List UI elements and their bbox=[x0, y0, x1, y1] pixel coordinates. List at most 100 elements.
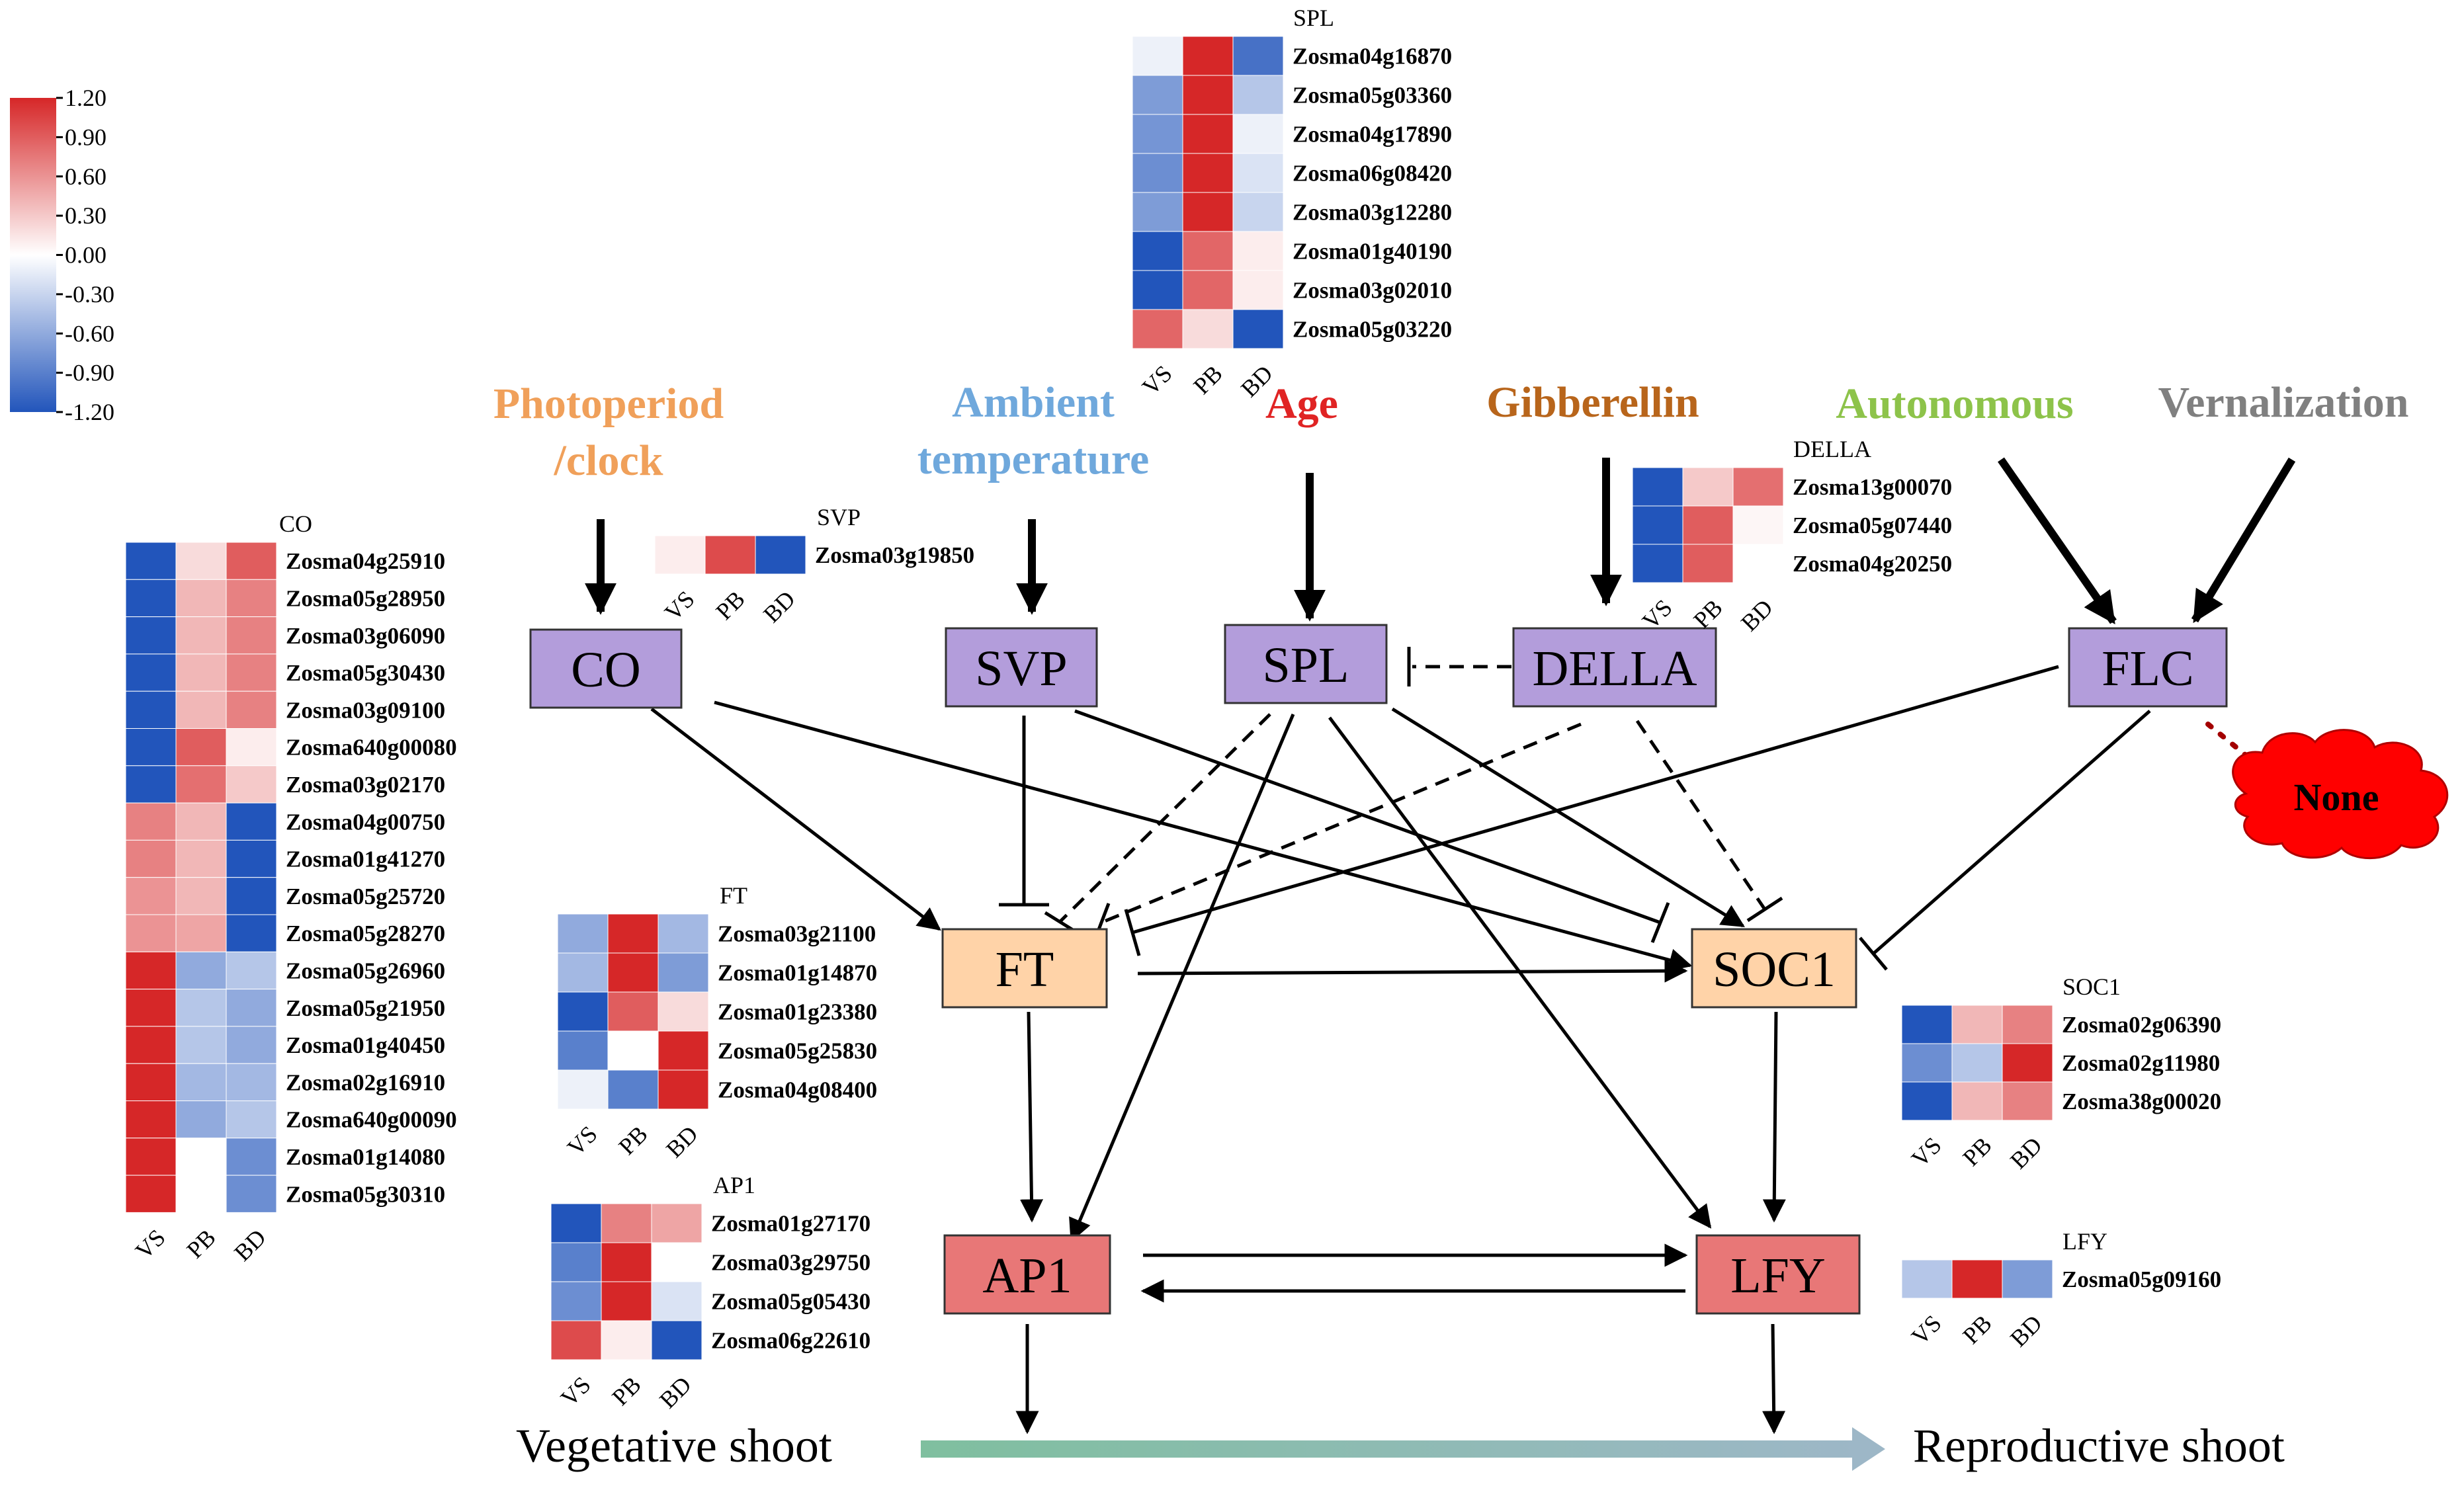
heatmap-cell bbox=[1232, 270, 1284, 310]
heatmap-cell bbox=[125, 1063, 177, 1101]
none-cloud-shape bbox=[2232, 729, 2449, 860]
edge-della-soc1-bar bbox=[1746, 896, 1783, 923]
pathway-labels: Photoperiod /clock Ambient temperature A… bbox=[493, 378, 2409, 485]
heatmap-cell bbox=[1132, 114, 1183, 154]
heatmap-cell bbox=[226, 1063, 277, 1101]
heatmap-title: SOC1 bbox=[2062, 974, 2121, 1000]
heatmap-cell bbox=[226, 728, 277, 767]
column-label: BD bbox=[1736, 594, 1778, 636]
heatmap-cell bbox=[1182, 192, 1234, 232]
heatmap-cell bbox=[1901, 1259, 1953, 1299]
gene-label: Zosma640g00080 bbox=[286, 735, 457, 761]
gene-label: Zosma05g25830 bbox=[718, 1038, 877, 1064]
node-svp-label: SVP bbox=[975, 641, 1067, 696]
node-ap1: AP1 bbox=[943, 1234, 1111, 1315]
heatmap-cell bbox=[175, 1175, 227, 1213]
heatmap-cell bbox=[1132, 270, 1183, 310]
heatmap-cell bbox=[125, 653, 177, 692]
heatmap-cell bbox=[651, 1320, 702, 1360]
edge-flc-ft-bar bbox=[1124, 909, 1141, 956]
heatmap-cell bbox=[1901, 1005, 1953, 1044]
edge-flc-ft bbox=[1132, 665, 2059, 934]
legend-tick-label: 0.60 bbox=[65, 163, 106, 190]
heatmap-cell bbox=[175, 914, 227, 952]
heatmap-cell bbox=[2002, 1259, 2053, 1299]
legend-tick-label: -0.30 bbox=[65, 281, 114, 308]
edge-lfy-reproductive bbox=[1762, 1323, 1786, 1434]
heatmap-cell bbox=[175, 728, 227, 767]
edge-spl-ap1 bbox=[1069, 714, 1295, 1243]
gene-label: Zosma02g06390 bbox=[2062, 1012, 2221, 1038]
pathway-autonomous: Autonomous bbox=[1836, 380, 2073, 428]
node-lfy-label: LFY bbox=[1730, 1248, 1826, 1304]
heatmap-cell bbox=[1732, 544, 1784, 583]
column-label: VS bbox=[1906, 1309, 1947, 1350]
node-della: DELLA bbox=[1512, 627, 1717, 708]
heatmap-cell bbox=[125, 690, 177, 729]
pathway-ambient-line1: Ambient bbox=[952, 378, 1115, 427]
edge-co-ft bbox=[650, 708, 941, 931]
heatmap-cell bbox=[175, 877, 227, 915]
heatmap-cell bbox=[1732, 467, 1784, 507]
heatmap-title: CO bbox=[279, 511, 312, 537]
heatmap-cell bbox=[1182, 36, 1234, 76]
arrow-autonomous-to-flc bbox=[1998, 457, 2117, 624]
gene-label: Zosma05g07440 bbox=[1793, 513, 1952, 538]
edge-co-soc1 bbox=[714, 700, 1693, 972]
vegetative-shoot-label: Vegetative shoot bbox=[516, 1419, 832, 1472]
heatmap-cell bbox=[125, 802, 177, 841]
gene-label: Zosma03g12280 bbox=[1293, 200, 1452, 226]
heatmap-cell bbox=[1182, 75, 1234, 115]
heatmap-cell bbox=[1182, 309, 1234, 349]
heatmap-cell bbox=[755, 535, 806, 575]
heatmap-cell bbox=[125, 579, 177, 618]
heatmap-soc1: SOC1Zosma02g06390Zosma02g11980Zosma38g00… bbox=[1901, 974, 2221, 1174]
gene-label: Zosma02g16910 bbox=[286, 1069, 445, 1095]
node-spl: SPL bbox=[1224, 624, 1388, 704]
heatmap-cell bbox=[1951, 1081, 2003, 1121]
gene-label: Zosma05g05430 bbox=[711, 1289, 871, 1315]
gene-label: Zosma02g11980 bbox=[2062, 1050, 2220, 1076]
heatmap-cell bbox=[175, 1026, 227, 1064]
heatmap-cell bbox=[226, 839, 277, 878]
node-lfy: LFY bbox=[1695, 1234, 1861, 1315]
column-label: VS bbox=[130, 1224, 171, 1265]
gene-label: Zosma05g30430 bbox=[286, 660, 445, 686]
heatmap-cell bbox=[601, 1242, 652, 1282]
heatmap-cell bbox=[607, 952, 659, 993]
shoot-transition: Vegetative shoot Reproductive shoot bbox=[516, 1419, 2285, 1472]
heatmap-title: LFY bbox=[2062, 1228, 2107, 1255]
column-label: PB bbox=[607, 1371, 646, 1410]
heatmap-cell bbox=[175, 989, 227, 1027]
gene-label: Zosma01g14080 bbox=[286, 1144, 445, 1170]
column-label: PB bbox=[710, 585, 749, 624]
heatmap-cell bbox=[557, 1030, 609, 1071]
heatmap-ft: FTZosma03g21100Zosma01g14870Zosma01g2338… bbox=[557, 882, 877, 1163]
heatmap-cell bbox=[226, 989, 277, 1027]
gene-label: Zosma03g21100 bbox=[718, 921, 876, 947]
gene-label: Zosma38g00020 bbox=[2062, 1089, 2221, 1114]
heatmap-cell bbox=[658, 952, 709, 993]
heatmap-cell bbox=[1182, 153, 1234, 193]
heatmap-cell bbox=[1182, 114, 1234, 154]
gene-label: Zosma640g00090 bbox=[286, 1107, 457, 1133]
column-label: PB bbox=[1188, 360, 1227, 399]
heatmap-cell bbox=[607, 1030, 659, 1071]
legend-gradient-bar bbox=[10, 98, 56, 412]
heatmap-cell bbox=[1682, 505, 1734, 545]
legend-tick-label: 0.30 bbox=[65, 202, 106, 229]
node-spl-label: SPL bbox=[1263, 638, 1349, 693]
column-label: VS bbox=[562, 1120, 603, 1161]
gene-label: Zosma03g02170 bbox=[286, 772, 445, 798]
legend-tick-label: -0.60 bbox=[65, 320, 114, 347]
heatmap-cell bbox=[651, 1281, 702, 1321]
heatmap-cell bbox=[1901, 1081, 1953, 1121]
heatmap-cell bbox=[651, 1242, 702, 1282]
heatmap-cell bbox=[226, 690, 277, 729]
legend-tick-label: 1.20 bbox=[65, 85, 106, 111]
dashed-edges bbox=[1058, 665, 1767, 925]
heatmap-cell bbox=[1232, 114, 1284, 154]
heatmap-cell bbox=[1232, 192, 1284, 232]
